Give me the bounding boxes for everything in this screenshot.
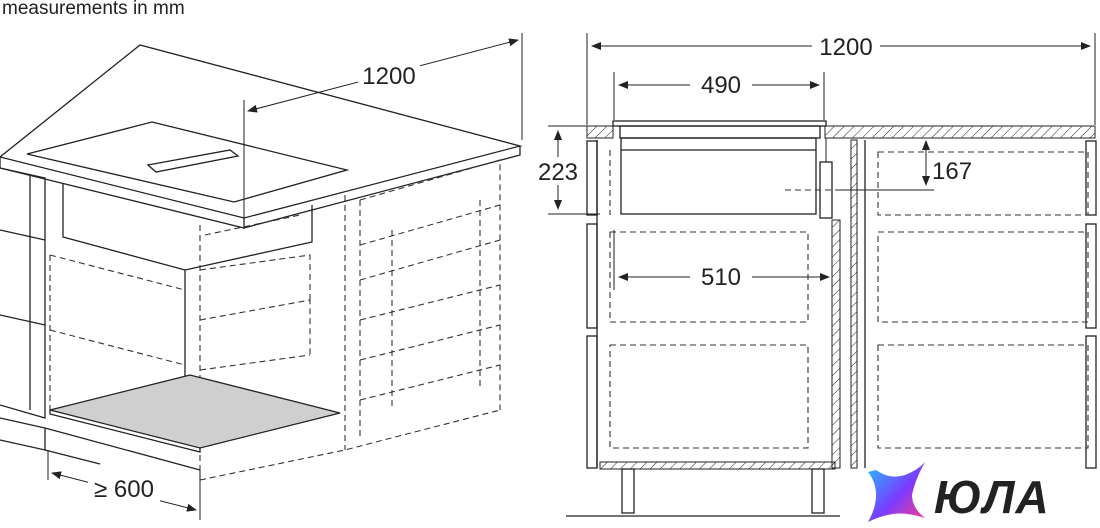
inner-height-dimension: 167: [932, 158, 972, 185]
depth-dimension: ≥ 600: [94, 476, 154, 503]
inner-width-dimension: 510: [701, 264, 741, 291]
isometric-view: 1200 ≥ 600: [0, 33, 523, 520]
section-view: 1200 490 223: [532, 32, 1097, 517]
hob-width-dimension: 490: [701, 72, 741, 99]
height-dimension: 223: [538, 159, 578, 186]
yula-logo: ЮЛА: [868, 462, 1050, 523]
left-width-dimension: 1200: [362, 63, 415, 90]
logo-text: ЮЛА: [934, 471, 1050, 523]
right-width-dimension: 1200: [819, 34, 872, 61]
logo-mark-icon: [868, 462, 925, 522]
measurements-caption: measurements in mm: [2, 0, 185, 19]
